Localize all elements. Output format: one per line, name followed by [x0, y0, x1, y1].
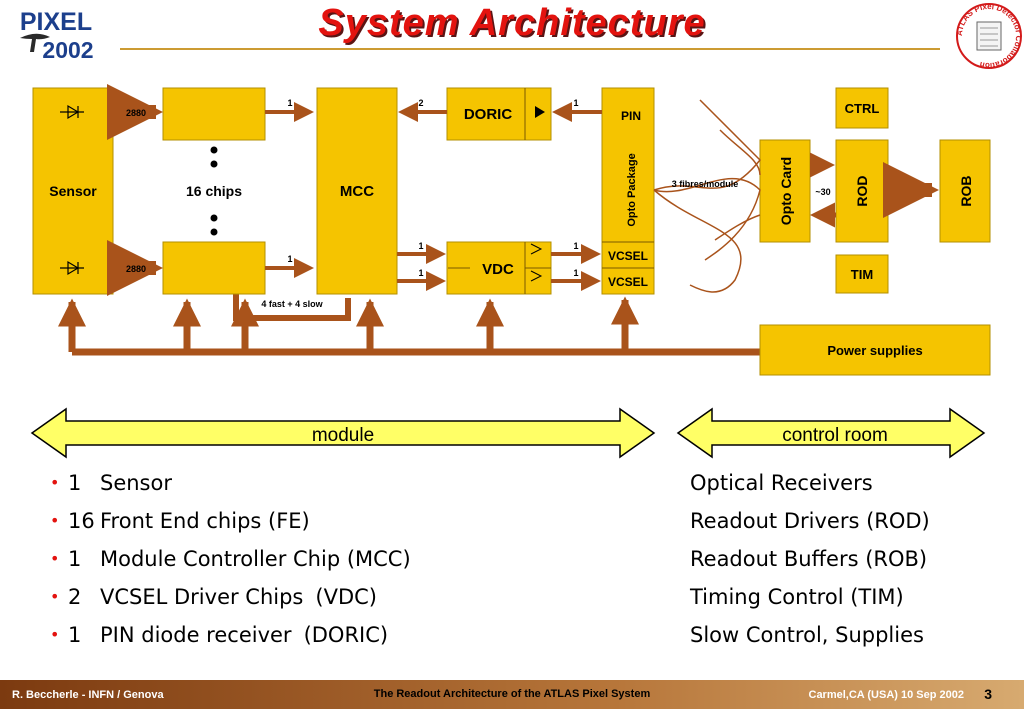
- control-room-list: Optical Receivers Readout Drivers (ROD) …: [690, 467, 930, 657]
- opto-package-box: [601, 87, 655, 295]
- ellipsis-dot: [210, 160, 218, 168]
- bullet-icon: •: [50, 473, 60, 492]
- data-arrows: [107, 84, 939, 296]
- footer-talk-title: The Readout Architecture of the ATLAS Pi…: [373, 688, 651, 700]
- list-item: Optical Receivers: [690, 471, 873, 495]
- list-item: Timing Control (TIM): [690, 585, 904, 609]
- doric-box: [446, 87, 552, 141]
- bullet-icon: •: [50, 625, 60, 644]
- vdc-label: VDC: [482, 261, 514, 278]
- sensor-box: [32, 87, 114, 295]
- link-count-label: 1: [287, 98, 292, 108]
- architecture-diagram: Sensor 16 chips MCC DORIC VDC PIN Opto P…: [32, 84, 991, 376]
- module-arrow: [30, 407, 656, 459]
- page-number: 3: [984, 686, 992, 702]
- slide-footer: R. Beccherle - INFN / Genova The Readout…: [0, 680, 1024, 709]
- vcsel-label-2: VCSEL: [608, 275, 648, 289]
- bus-width-label: 2880: [126, 108, 146, 118]
- bullet-icon: •: [50, 511, 60, 530]
- link-count-label: ~30: [815, 187, 830, 197]
- ctrl-label: CTRL: [845, 101, 880, 116]
- fast-slow-label: 4 fast + 4 slow: [261, 299, 323, 309]
- chip-box-bottom: [162, 241, 266, 295]
- control-room-arrow: [676, 407, 986, 459]
- opto-card-label: Opto Card: [778, 157, 794, 225]
- tim-box: [835, 254, 889, 294]
- list-item: Readout Drivers (ROD): [690, 509, 930, 533]
- rod-label: ROD: [854, 175, 870, 206]
- ellipsis-dot: [210, 146, 218, 154]
- link-count-label: 1: [573, 241, 578, 251]
- bullet-icon: •: [50, 587, 60, 606]
- diode-icon-bottom: [60, 260, 84, 276]
- bus-width-label: 2880: [126, 264, 146, 274]
- tree-icon: [20, 33, 50, 52]
- mcc-label: MCC: [340, 183, 374, 200]
- ctrl-box: [835, 87, 889, 129]
- rob-box: [939, 139, 991, 243]
- atlas-collaboration-logo: ATLAS Pixel Detector Collaboration: [955, 2, 1023, 70]
- power-supplies-label: Power supplies: [827, 343, 922, 358]
- link-count-label: 1: [418, 241, 423, 251]
- link-count-label: 1: [287, 254, 292, 264]
- sensor-label: Sensor: [49, 183, 97, 199]
- link-count-label: 1: [573, 268, 578, 278]
- link-count-label: 1: [573, 98, 578, 108]
- vdc-driver-icon-b: [530, 270, 543, 282]
- chip-box-top: [162, 87, 266, 141]
- mcc-box: [316, 87, 398, 295]
- module-label: module: [312, 425, 374, 446]
- optical-fibres: [653, 99, 762, 293]
- rob-label: ROB: [958, 175, 974, 206]
- opto-package-label: Opto Package: [626, 153, 638, 226]
- rod-box: [835, 139, 889, 243]
- ellipsis-dot: [210, 228, 218, 236]
- title-rule: [120, 48, 940, 50]
- power-bus: [58, 296, 760, 356]
- doric-driver-icon: [535, 106, 545, 118]
- footer-venue-date: Carmel,CA (USA) 10 Sep 2002: [808, 689, 965, 701]
- tim-label: TIM: [851, 267, 873, 282]
- logo-line1: PIXEL: [20, 8, 92, 36]
- bullet-icon: •: [50, 549, 60, 568]
- pin-label: PIN: [621, 109, 641, 123]
- ellipsis-dot: [210, 214, 218, 222]
- vcsel-label-1: VCSEL: [608, 249, 648, 263]
- link-count-label: 1: [418, 268, 423, 278]
- control-room-label: control room: [782, 425, 888, 446]
- link-count-label: 2: [418, 98, 423, 108]
- chips-label: 16 chips: [186, 183, 242, 199]
- logo-line2: 2002: [42, 37, 93, 63]
- list-item: Slow Control, Supplies: [690, 623, 924, 647]
- footer-author: R. Beccherle - INFN / Genova: [12, 689, 164, 701]
- list-item: Readout Buffers (ROB): [690, 547, 928, 571]
- scope-arrows: module control room: [30, 407, 986, 459]
- vdc-driver-icon-a: [530, 243, 543, 255]
- diode-icon-top: [60, 104, 84, 120]
- fibres-label: 3 fibres/module: [672, 179, 739, 189]
- doric-label: DORIC: [464, 106, 513, 123]
- slide-title: System Architecture: [318, 2, 706, 44]
- pixel-2002-logo: PIXEL 2002: [20, 8, 94, 63]
- fast-slow-loop: [233, 290, 351, 321]
- power-supplies-box: [759, 324, 991, 376]
- opto-card-box: [759, 139, 811, 243]
